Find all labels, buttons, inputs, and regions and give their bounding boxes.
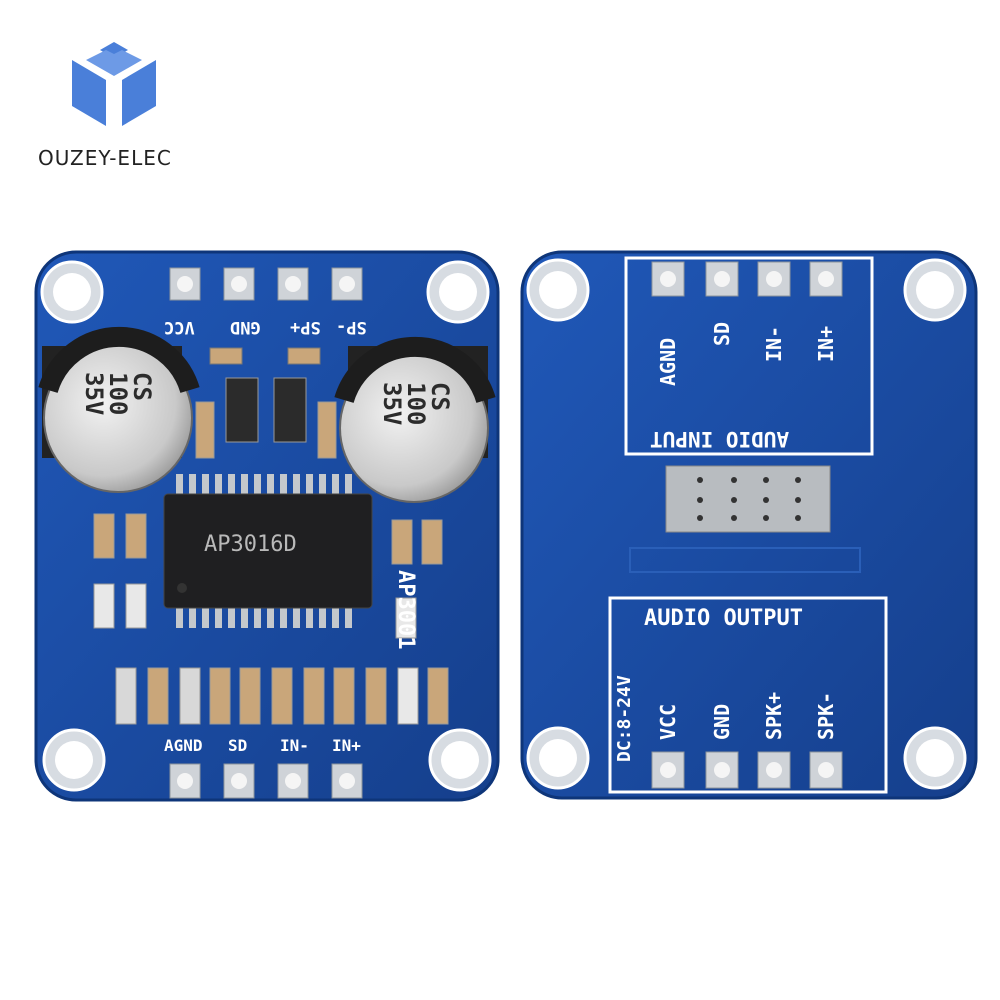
top-pin-label: VCC bbox=[164, 317, 195, 337]
bottom-pin-pads bbox=[169, 763, 363, 799]
input-pin-label: SD bbox=[710, 321, 734, 346]
output-pin-label: GND bbox=[710, 703, 734, 740]
top-pin-label: GND bbox=[230, 317, 261, 337]
back-board bbox=[520, 250, 978, 800]
input-pin-label: IN- bbox=[762, 325, 786, 362]
audio-input-title: AUDIO INPUT bbox=[650, 427, 790, 451]
output-pin-label: VCC bbox=[656, 703, 680, 740]
board-model-label: AP3001 bbox=[393, 570, 418, 650]
mounting-hole bbox=[42, 728, 106, 792]
top-pin-label: SP+ bbox=[290, 317, 321, 337]
capacitor-left bbox=[38, 326, 200, 493]
ic-chip bbox=[163, 474, 373, 628]
bottom-pin-label: IN+ bbox=[332, 736, 361, 755]
output-pin-label: SPK- bbox=[814, 691, 838, 740]
output-pin-label: SPK+ bbox=[762, 691, 786, 740]
chip-label: AP3016D bbox=[204, 532, 297, 557]
thermal-pad bbox=[665, 465, 831, 533]
mounting-hole bbox=[526, 726, 590, 790]
mounting-hole bbox=[428, 728, 492, 792]
input-pin-pads bbox=[651, 261, 843, 297]
logo-cube-icon bbox=[72, 42, 156, 126]
front-board bbox=[34, 250, 500, 802]
bottom-pin-label: IN- bbox=[280, 736, 309, 755]
mounting-hole bbox=[426, 260, 490, 324]
mounting-hole bbox=[526, 258, 590, 322]
capacitor-right bbox=[334, 336, 496, 503]
output-pin-pads bbox=[651, 751, 843, 789]
voltage-note: DC:8-24V bbox=[614, 675, 635, 762]
top-pin-pads bbox=[169, 267, 363, 301]
input-silk-box bbox=[624, 256, 874, 456]
brand-logo bbox=[66, 38, 162, 134]
bottom-pin-label: SD bbox=[228, 736, 248, 755]
capacitor-right-marking: CS 100 35V bbox=[378, 382, 454, 426]
smd-components bbox=[93, 347, 449, 725]
brand-name: OUZEY-ELEC bbox=[38, 146, 172, 170]
mounting-hole bbox=[903, 726, 967, 790]
input-pin-label: AGND bbox=[656, 337, 680, 386]
top-pin-label: SP- bbox=[336, 317, 367, 337]
bottom-pin-label: AGND bbox=[164, 736, 203, 755]
capacitor-left-marking: CS 100 35V bbox=[80, 372, 156, 416]
mounting-hole bbox=[903, 258, 967, 322]
output-silk-box bbox=[608, 596, 888, 794]
input-pin-label: IN+ bbox=[814, 325, 838, 362]
mounting-hole bbox=[40, 260, 104, 324]
audio-output-title: AUDIO OUTPUT bbox=[644, 606, 803, 631]
